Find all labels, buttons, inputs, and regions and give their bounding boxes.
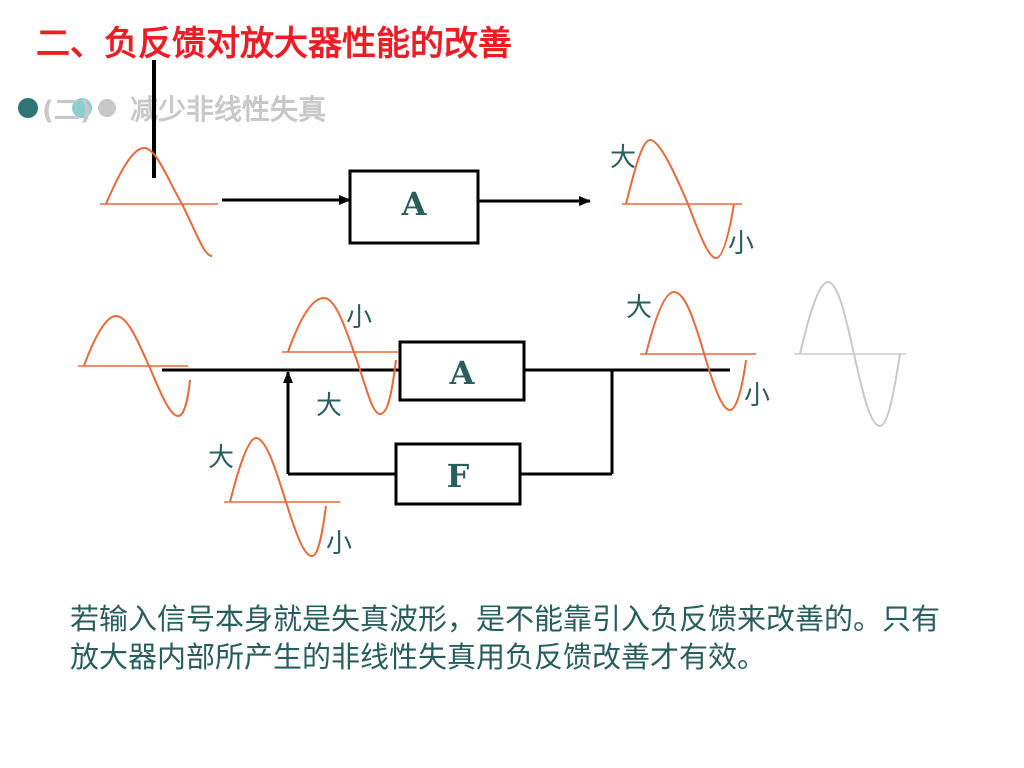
top-amplifier-block	[348, 169, 480, 245]
feedback-distortion-diagram: A 大 小 小 大 A F 大 小 大 小	[78, 60, 906, 559]
predistorted-small-label: 小	[346, 303, 372, 333]
predistorted-big-label: 大	[316, 391, 342, 421]
top-amplifier-label: A	[401, 185, 428, 223]
top-input-wave	[100, 146, 218, 257]
bottom-output-wave	[640, 290, 756, 412]
amplifier-label: A	[449, 354, 476, 392]
feedback-label: F	[447, 457, 470, 495]
bullet-dot-icon	[72, 98, 92, 118]
subtitle-row: (二) 减少非线性失真	[18, 90, 326, 126]
bullet-dot-icon	[98, 99, 116, 117]
bottom-output-small-label: 小	[744, 381, 770, 411]
slide-title: 二、负反馈对放大器性能的改善	[36, 24, 512, 64]
top-output-small-label: 小	[728, 229, 754, 259]
amplifier-block	[398, 340, 526, 402]
subtitle-text: 减少非线性失真	[130, 93, 327, 126]
feedback-signal-big-label: 大	[208, 443, 234, 473]
bottom-output-big-label: 大	[626, 293, 652, 323]
bullet-dot-icon	[18, 98, 38, 118]
top-output-big-label: 大	[610, 143, 636, 173]
faded-ideal-wave	[794, 280, 906, 428]
predistorted-wave	[282, 296, 398, 416]
description-text: 若输入信号本身就是失真波形，是不能靠引入负反馈来改善的。只有放大器内部所产生的非…	[70, 602, 941, 674]
feedback-signal-wave	[224, 436, 340, 558]
top-output-wave	[622, 138, 742, 260]
bottom-input-wave	[78, 314, 191, 418]
subtitle-number: (二)	[42, 96, 92, 126]
feedback-signal-small-label: 小	[326, 529, 352, 559]
